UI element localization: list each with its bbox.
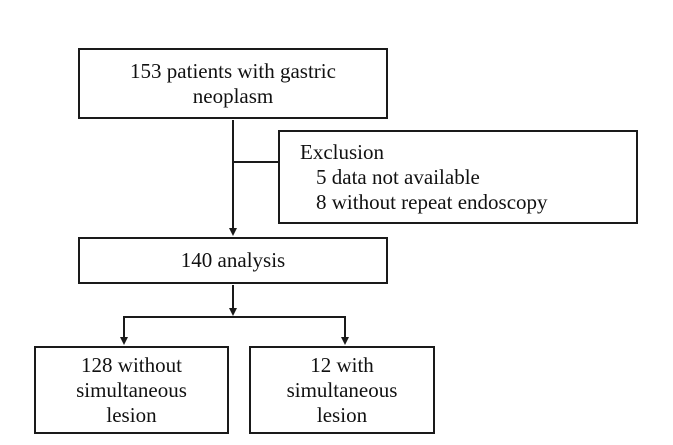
analysis-box: 140 analysis [78, 237, 388, 284]
without-lesion-line-1: 128 without [81, 352, 182, 377]
with-lesion-line-2: simultaneous [286, 377, 398, 402]
exclusion-item-1: 5 data not available [316, 164, 480, 189]
without-lesion-line-3: lesion [106, 402, 157, 427]
without-lesion-box: 128 without simultaneous lesion [34, 346, 229, 434]
start-box-line-2: neoplasm [192, 83, 274, 108]
with-lesion-line-3: lesion [316, 402, 368, 427]
with-lesion-line-1: 12 with [310, 352, 374, 377]
start-box: 153 patients with gastric neoplasm [78, 48, 388, 119]
without-lesion-line-2: simultaneous [76, 377, 187, 402]
with-lesion-box: 12 with simultaneous lesion [249, 346, 435, 434]
analysis-label: 140 analysis [180, 248, 286, 272]
exclusion-item-2: 8 without repeat endoscopy [316, 189, 548, 214]
start-box-line-1: 153 patients with gastric [130, 58, 336, 83]
exclusion-box: Exclusion 5 data not available 8 without… [278, 130, 638, 224]
exclusion-title: Exclusion [300, 139, 384, 164]
